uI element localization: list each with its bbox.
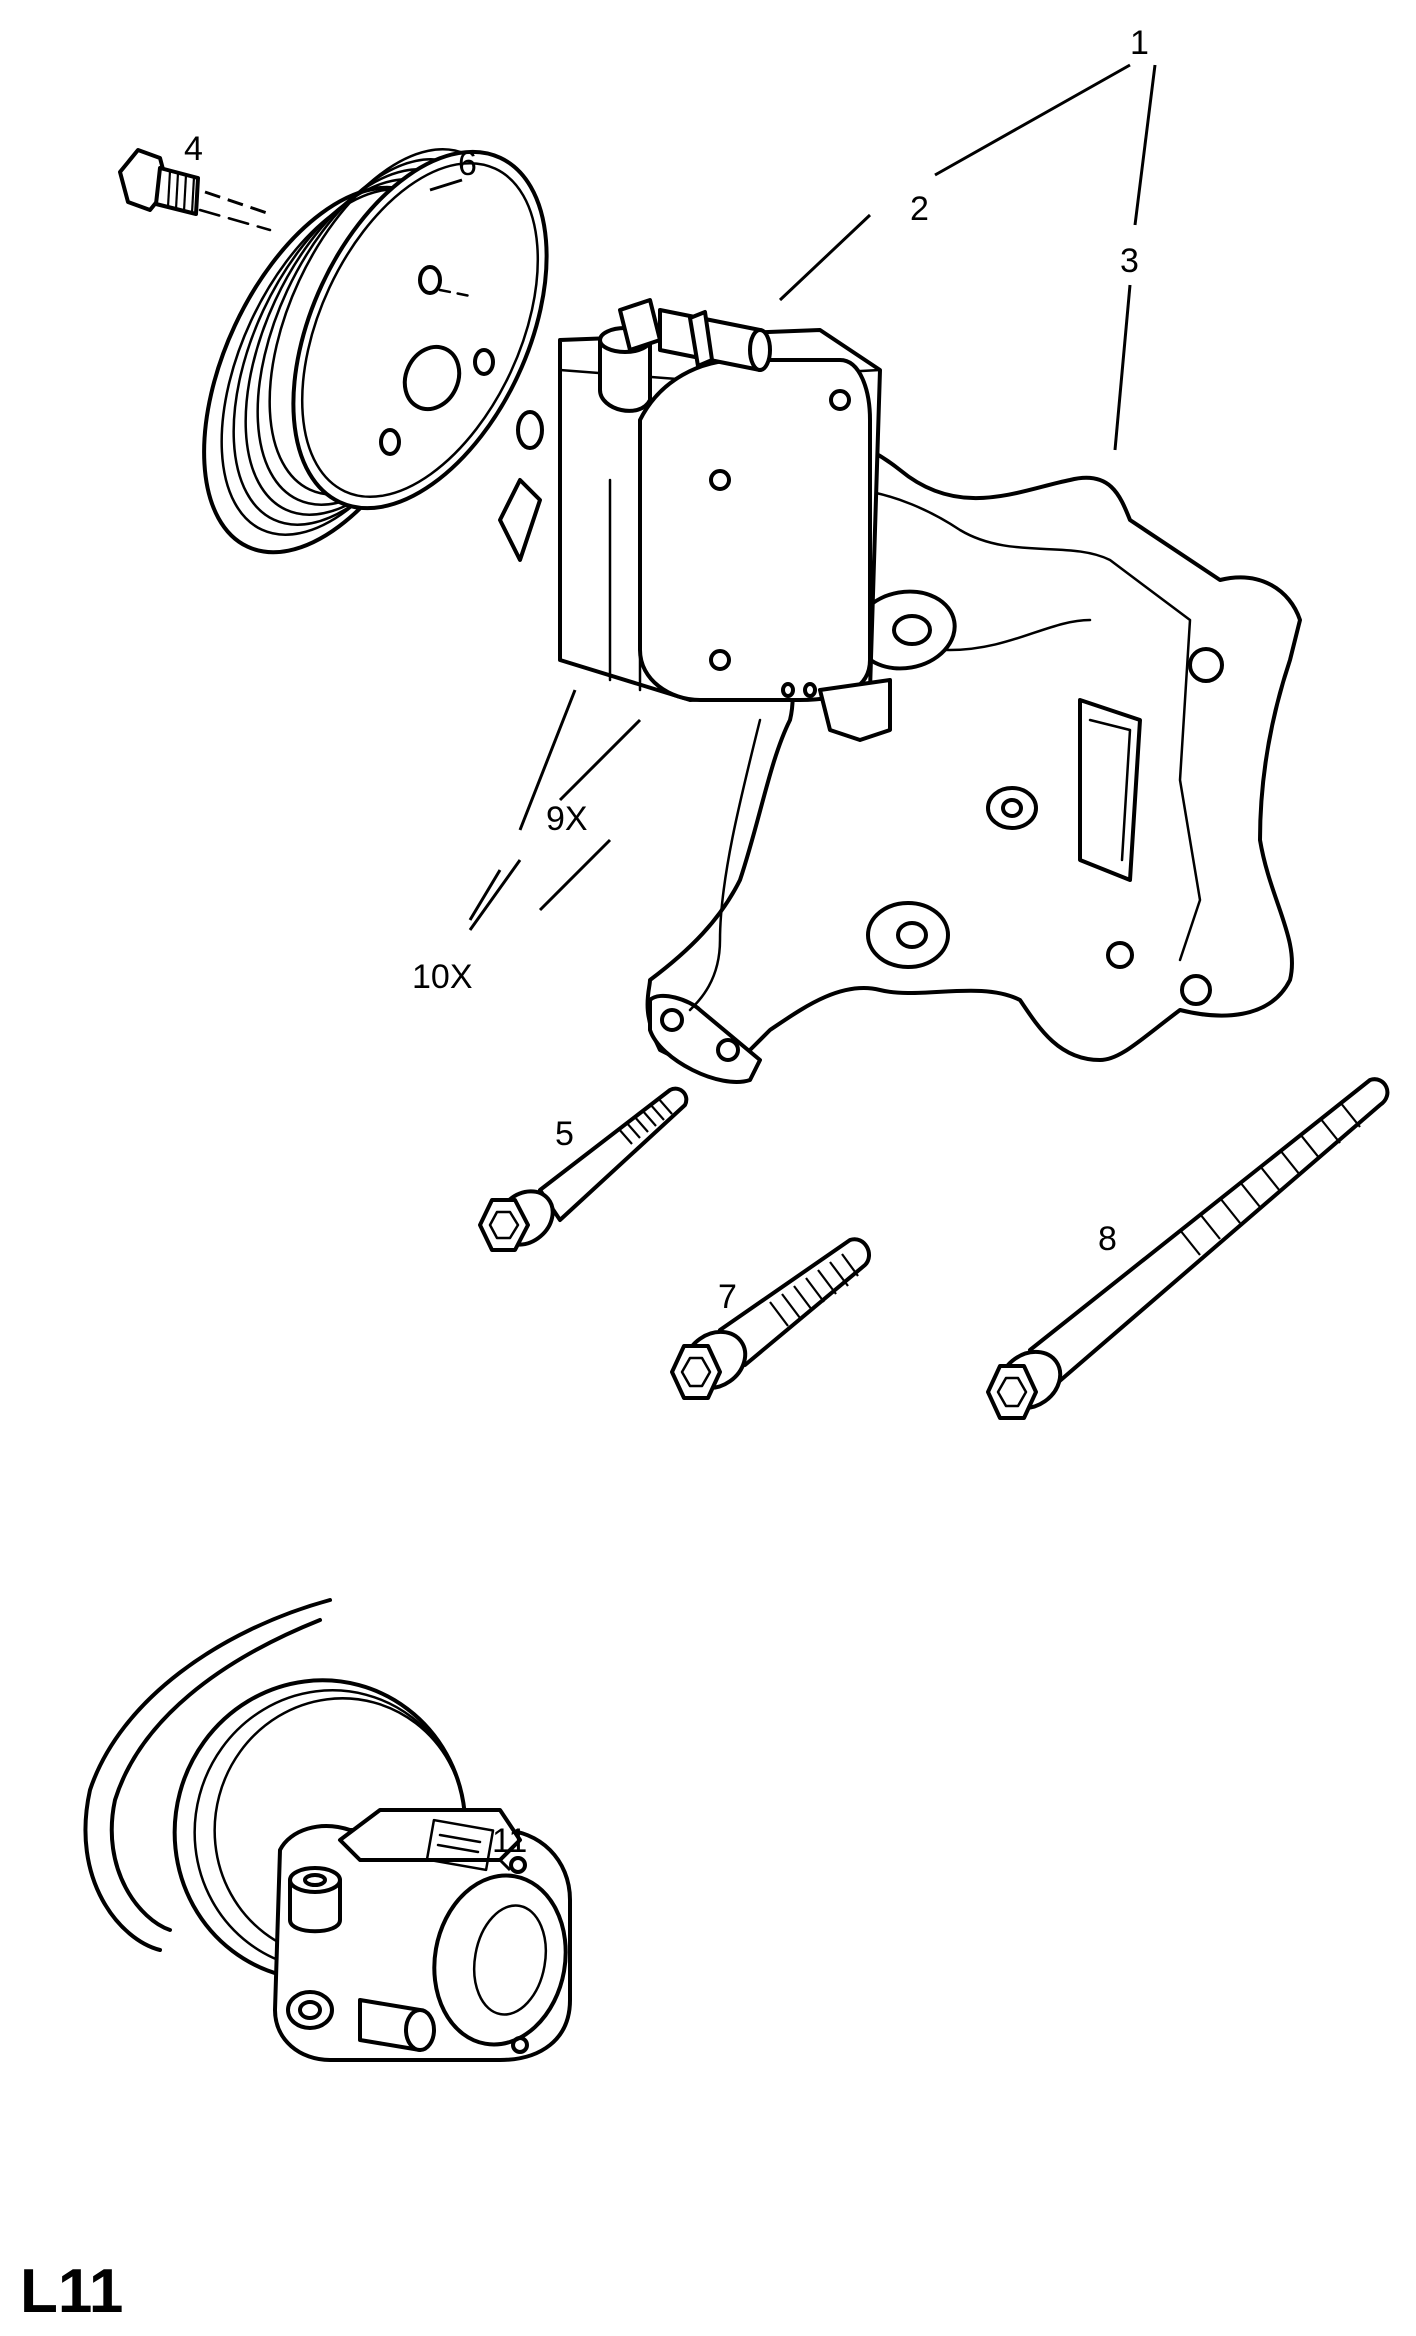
callout-11: 11 xyxy=(492,1822,527,1860)
callout-9x: 9X xyxy=(546,800,588,838)
callout-7: 7 xyxy=(718,1278,737,1316)
power-steering-pump-icon xyxy=(498,298,892,742)
bolt-icon xyxy=(118,148,200,216)
bolt-icon xyxy=(986,1077,1390,1420)
callout-5: 5 xyxy=(555,1115,574,1153)
page-code: L11 xyxy=(20,2257,123,2326)
callout-3: 3 xyxy=(1120,242,1139,280)
callout-1: 1 xyxy=(1130,24,1149,62)
callout-4: 4 xyxy=(184,130,203,168)
pulley-icon xyxy=(198,148,549,555)
bolt-icon xyxy=(670,1237,871,1400)
callout-8: 8 xyxy=(1098,1220,1117,1258)
leader-lines xyxy=(204,63,1157,1872)
callout-6: 6 xyxy=(458,145,477,183)
bolt-icon xyxy=(478,1086,689,1252)
pump-assembly-icon xyxy=(83,1598,572,2062)
callout-10x: 10X xyxy=(412,958,473,996)
callout-2: 2 xyxy=(910,190,929,228)
